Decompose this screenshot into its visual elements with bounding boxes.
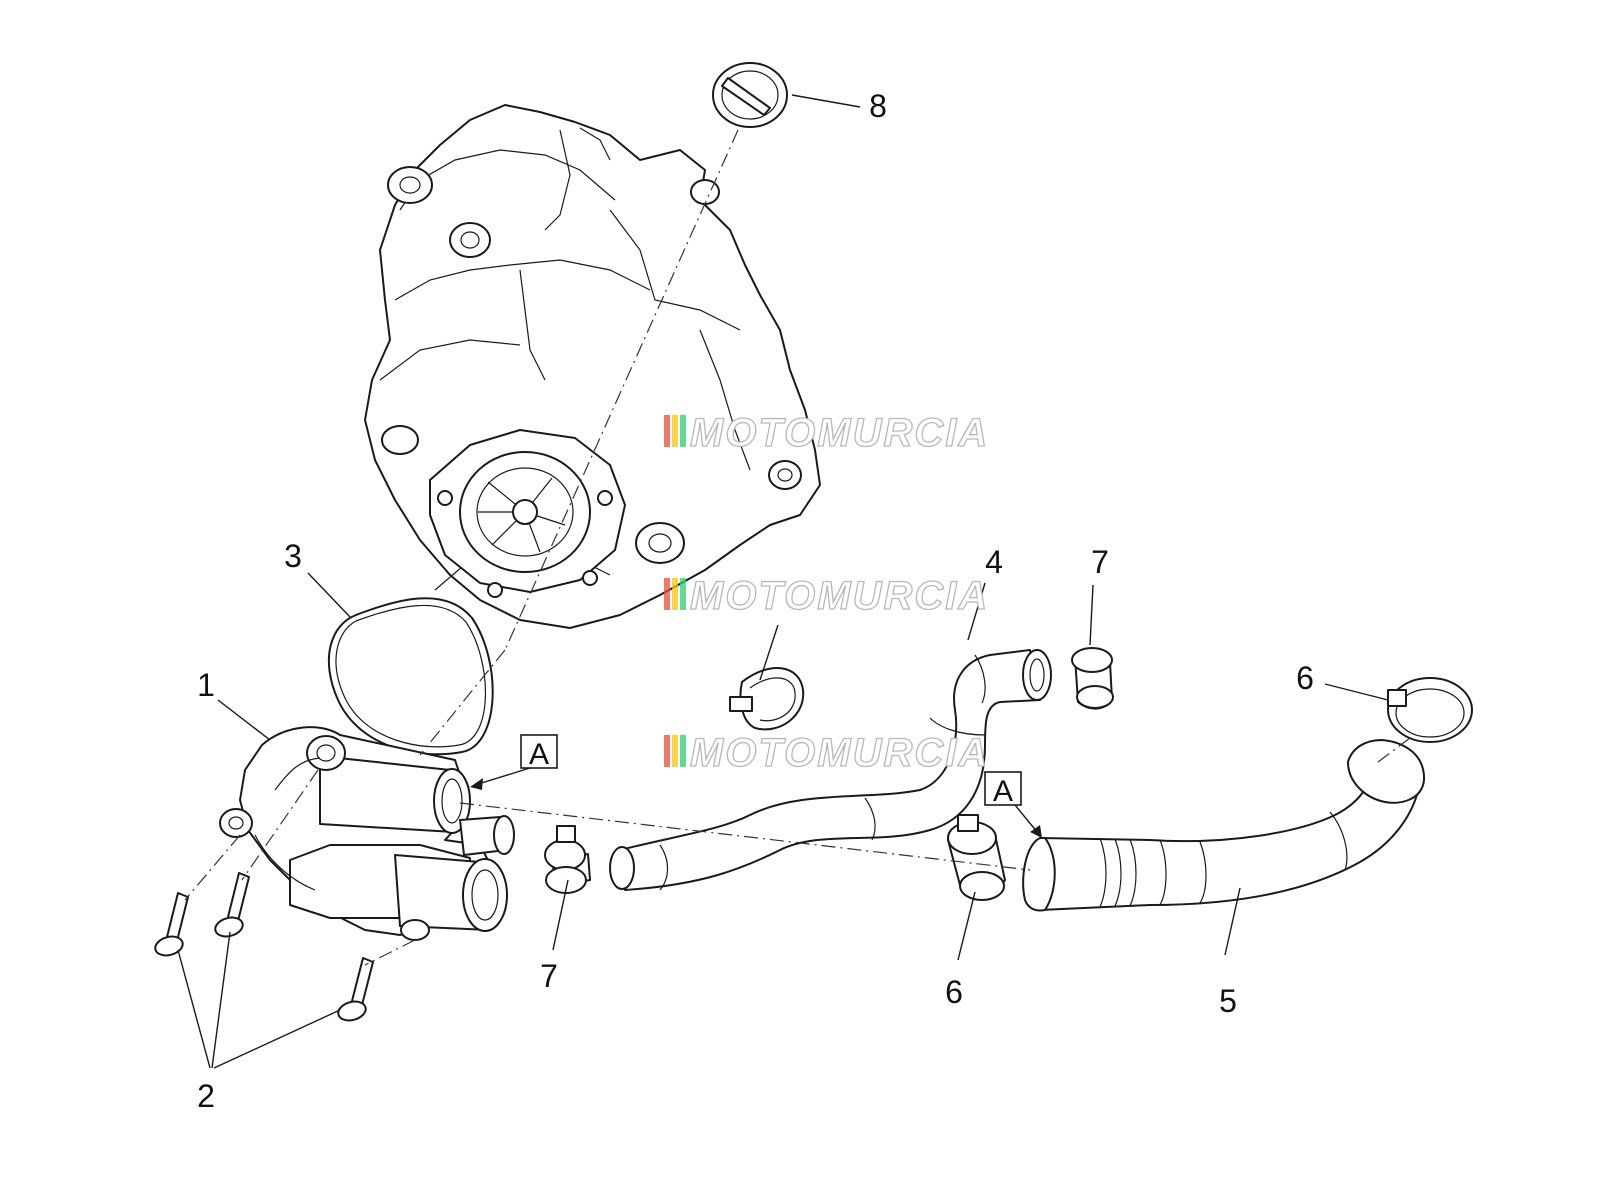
strap-part — [729, 667, 805, 731]
callout-1: 1 — [197, 667, 215, 703]
leader-lines — [177, 94, 1389, 1069]
short-hose-part — [609, 649, 1052, 891]
connection-marker-a-right: A — [984, 771, 1042, 838]
small-clamp-7-left — [544, 825, 591, 894]
connection-marker-a-left: A — [470, 734, 558, 790]
connection-marker-a-right-label: A — [993, 775, 1013, 808]
connection-marker-a-left-label: A — [529, 738, 549, 771]
watermark-text-2: MOTOMURCIA — [690, 574, 989, 618]
watermark-text-1: MOTOMURCIA — [690, 411, 989, 455]
o-ring-part — [327, 597, 494, 756]
callout-labels: 8 3 1 2 4 7 6 7 6 5 — [197, 88, 1314, 1114]
callout-4: 5 — [1219, 983, 1237, 1019]
large-clamp-6-lower — [947, 814, 1006, 901]
water-pump-cover-part — [219, 726, 515, 941]
large-clamp-6-upper — [1387, 677, 1473, 743]
assembly-axis-lines — [184, 129, 1411, 966]
engine-cover — [364, 104, 821, 629]
callout-6-upper: 6 — [1296, 660, 1314, 696]
watermark-1: MOTOMURCIA — [664, 410, 989, 456]
callout-8: 8 — [869, 88, 887, 124]
callout-6-lower: 6 — [945, 974, 963, 1010]
watermark-2: MOTOMURCIA — [664, 573, 989, 619]
watermark-text-3: MOTOMURCIA — [690, 731, 989, 775]
callout-7-upper: 7 — [1091, 544, 1109, 580]
small-clamp-7-right — [1071, 647, 1114, 710]
callout-3: 3 — [284, 538, 302, 574]
callout-2: 2 — [197, 1078, 215, 1114]
plug-part — [712, 62, 788, 128]
watermark-3: MOTOMURCIA — [664, 730, 989, 776]
callout-5: 4 — [985, 544, 1003, 580]
long-hose-part — [1022, 739, 1426, 912]
callout-7-lower: 7 — [540, 958, 558, 994]
screws-part — [154, 872, 374, 1022]
